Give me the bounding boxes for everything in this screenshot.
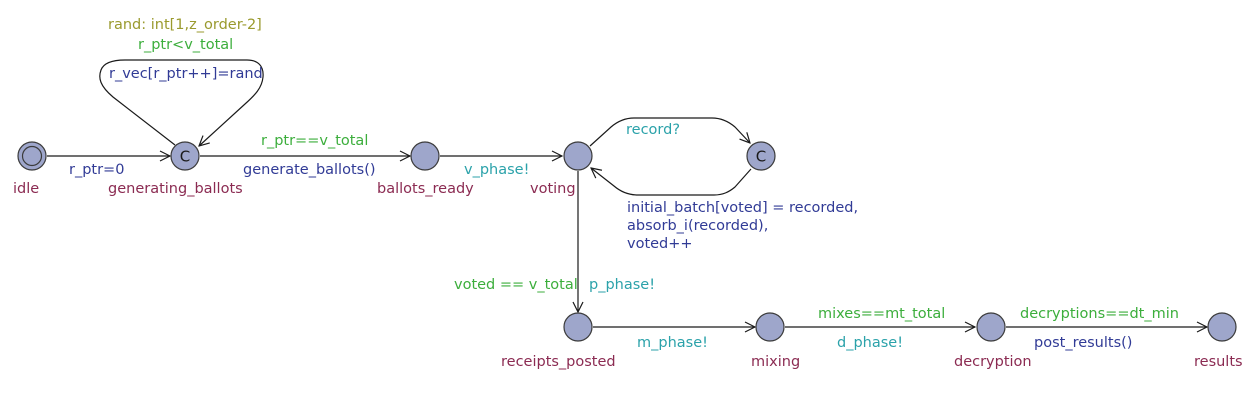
location-label-decryption: decryption <box>954 354 1032 370</box>
update-label: r_vec[r_ptr++]=rand <box>109 66 263 82</box>
guard-label: decryptions==dt_min <box>1020 306 1179 322</box>
sync-label: v_phase! <box>464 162 529 178</box>
location-label-voting: voting <box>530 181 576 197</box>
update-label: absorb_i(recorded), <box>627 218 768 234</box>
location-decryption-node[interactable] <box>976 312 1006 342</box>
location-label-generating-ballots: generating_ballots <box>108 181 243 197</box>
edge-voting-to-committed <box>589 117 750 147</box>
select-label: rand: int[1,z_order-2] <box>108 17 262 33</box>
location-ballots-ready-node[interactable] <box>410 141 440 171</box>
edge-committed-to-voting <box>591 168 752 196</box>
guard-label: voted == v_total <box>454 277 578 293</box>
sync-label: p_phase! <box>589 277 655 293</box>
location-label-ballots-ready: ballots_ready <box>377 181 474 197</box>
location-idle-node[interactable] <box>17 141 47 171</box>
sync-label: record? <box>626 122 680 138</box>
update-label: post_results() <box>1034 335 1132 351</box>
location-committed-node[interactable]: C <box>746 141 776 171</box>
guard-label: mixes==mt_total <box>818 306 945 322</box>
location-label-receipts-posted: receipts_posted <box>501 354 616 370</box>
location-label-mixing: mixing <box>751 354 800 370</box>
committed-marker: C <box>180 148 190 166</box>
location-receipts-posted-node[interactable] <box>563 312 593 342</box>
update-label: r_ptr=0 <box>69 162 124 178</box>
location-voting-node[interactable] <box>563 141 593 171</box>
update-label: generate_ballots() <box>243 162 376 178</box>
committed-marker: C <box>756 148 766 166</box>
update-label: initial_batch[voted] = recorded, <box>627 200 858 216</box>
location-label-results: results <box>1194 354 1243 370</box>
sync-label: d_phase! <box>837 335 903 351</box>
guard-label: r_ptr==v_total <box>261 133 368 149</box>
location-results-node[interactable] <box>1207 312 1237 342</box>
guard-label: r_ptr<v_total <box>138 37 233 53</box>
location-label-idle: idle <box>13 181 39 197</box>
sync-label: m_phase! <box>637 335 708 351</box>
location-generating-ballots-node[interactable]: C <box>170 141 200 171</box>
edge-generating-self-loop <box>99 59 264 146</box>
update-label: voted++ <box>627 236 693 252</box>
location-mixing-node[interactable] <box>755 312 785 342</box>
